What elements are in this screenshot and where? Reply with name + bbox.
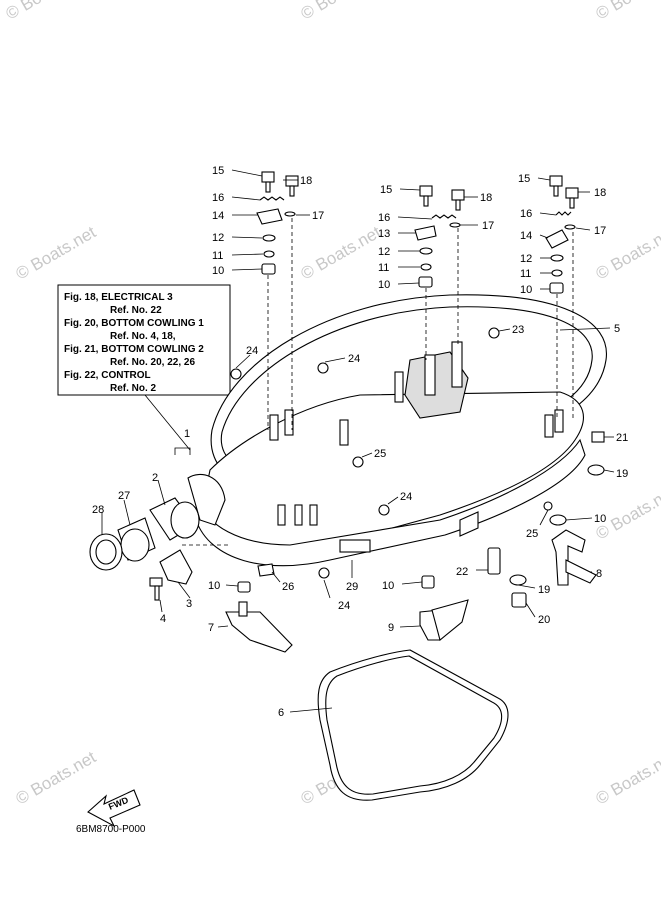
callout-28: 28 (92, 504, 104, 516)
callout-11: 11 (520, 268, 531, 280)
callout-15: 15 (212, 165, 224, 177)
callout-19: 19 (616, 468, 628, 480)
callout-8: 8 (596, 568, 602, 580)
grommet-assembly (89, 473, 226, 601)
fastener-stack-right (545, 175, 579, 420)
callout-27: 27 (118, 490, 130, 502)
ref-line: Fig. 21, BOTTOM COWLING 2 (64, 344, 204, 355)
callout-3: 3 (186, 598, 192, 610)
ref-line: Ref. No. 22 (110, 305, 162, 316)
ref-line: Fig. 20, BOTTOM COWLING 1 (64, 318, 204, 329)
ref-bracket (174, 447, 191, 455)
callout-18: 18 (594, 187, 606, 199)
callout-15: 15 (518, 173, 530, 185)
watermark: © Boats.net (13, 747, 100, 808)
watermark: © Boats.net (298, 222, 385, 283)
watermark: © Boats.net (3, 0, 90, 23)
callout-25: 25 (374, 448, 386, 460)
watermark: © Boats.net (593, 0, 661, 23)
ref-line: Ref. No. 20, 22, 26 (110, 357, 195, 368)
callout-17: 17 (594, 225, 606, 237)
callout-11: 11 (378, 262, 389, 274)
callout-24: 24 (338, 600, 350, 612)
callout-16: 16 (378, 212, 390, 224)
callout-12: 12 (212, 232, 224, 244)
callout-24: 24 (400, 491, 412, 503)
callout-16: 16 (520, 208, 532, 220)
ref-line: Ref. No. 4, 18, (110, 331, 176, 342)
callout-4: 4 (160, 613, 166, 625)
callout-14: 14 (520, 230, 532, 242)
leader-lines (101, 169, 615, 713)
callout-16: 16 (212, 192, 224, 204)
drawing-code: 6BM8700-P000 (76, 824, 146, 835)
callout-7: 7 (208, 622, 214, 634)
ref-box-leader (144, 394, 191, 451)
watermark: © Boats.net (13, 222, 100, 283)
callout-6: 6 (278, 707, 284, 719)
callout-26: 26 (282, 581, 294, 593)
ref-line: Fig. 22, CONTROL (64, 370, 151, 381)
callout-10: 10 (378, 279, 390, 291)
callout-10: 10 (382, 580, 394, 592)
callout-10: 10 (208, 580, 220, 592)
callout-29: 29 (346, 581, 358, 593)
callout-10: 10 (212, 265, 224, 277)
callout-1: 1 (184, 428, 190, 440)
callout-17: 17 (482, 220, 494, 232)
callout-18: 18 (300, 175, 312, 187)
fwd-arrow-icon: FWD (87, 789, 141, 828)
watermark: © Boats.net (298, 0, 385, 23)
callout-25: 25 (526, 528, 538, 540)
bottom-cowling (195, 294, 607, 567)
seal-gasket (317, 649, 509, 801)
callout-17: 17 (312, 210, 324, 222)
callout-14: 14 (212, 210, 224, 222)
callout-19: 19 (538, 584, 550, 596)
callout-18: 18 (480, 192, 492, 204)
callout-23: 23 (512, 324, 524, 336)
callout-21: 21 (616, 432, 628, 444)
fastener-stack-center (414, 185, 465, 360)
callout-numbers: 15 18 16 14 17 12 11 10 15 18 16 13 17 1… (92, 165, 628, 719)
callout-11: 11 (212, 250, 223, 262)
callout-22: 22 (456, 566, 468, 578)
callout-10: 10 (594, 513, 606, 525)
callout-5: 5 (614, 323, 620, 335)
watermark: © Boats.net (593, 747, 661, 808)
callout-9: 9 (388, 622, 394, 634)
callout-13: 13 (378, 228, 390, 240)
callout-12: 12 (520, 253, 532, 265)
fastener-stack-left (256, 171, 299, 430)
callout-2: 2 (152, 472, 158, 484)
reference-box: Fig. 18, ELECTRICAL 3 Ref. No. 22 Fig. 2… (57, 284, 231, 396)
ref-line: Fig. 18, ELECTRICAL 3 (64, 292, 173, 303)
callout-12: 12 (378, 246, 390, 258)
callout-10: 10 (520, 284, 532, 296)
callout-15: 15 (380, 184, 392, 196)
callout-24: 24 (246, 345, 258, 357)
callout-24: 24 (348, 353, 360, 365)
ref-line: Ref. No. 2 (110, 383, 157, 394)
callout-20: 20 (538, 614, 550, 626)
side-parts (182, 327, 605, 653)
